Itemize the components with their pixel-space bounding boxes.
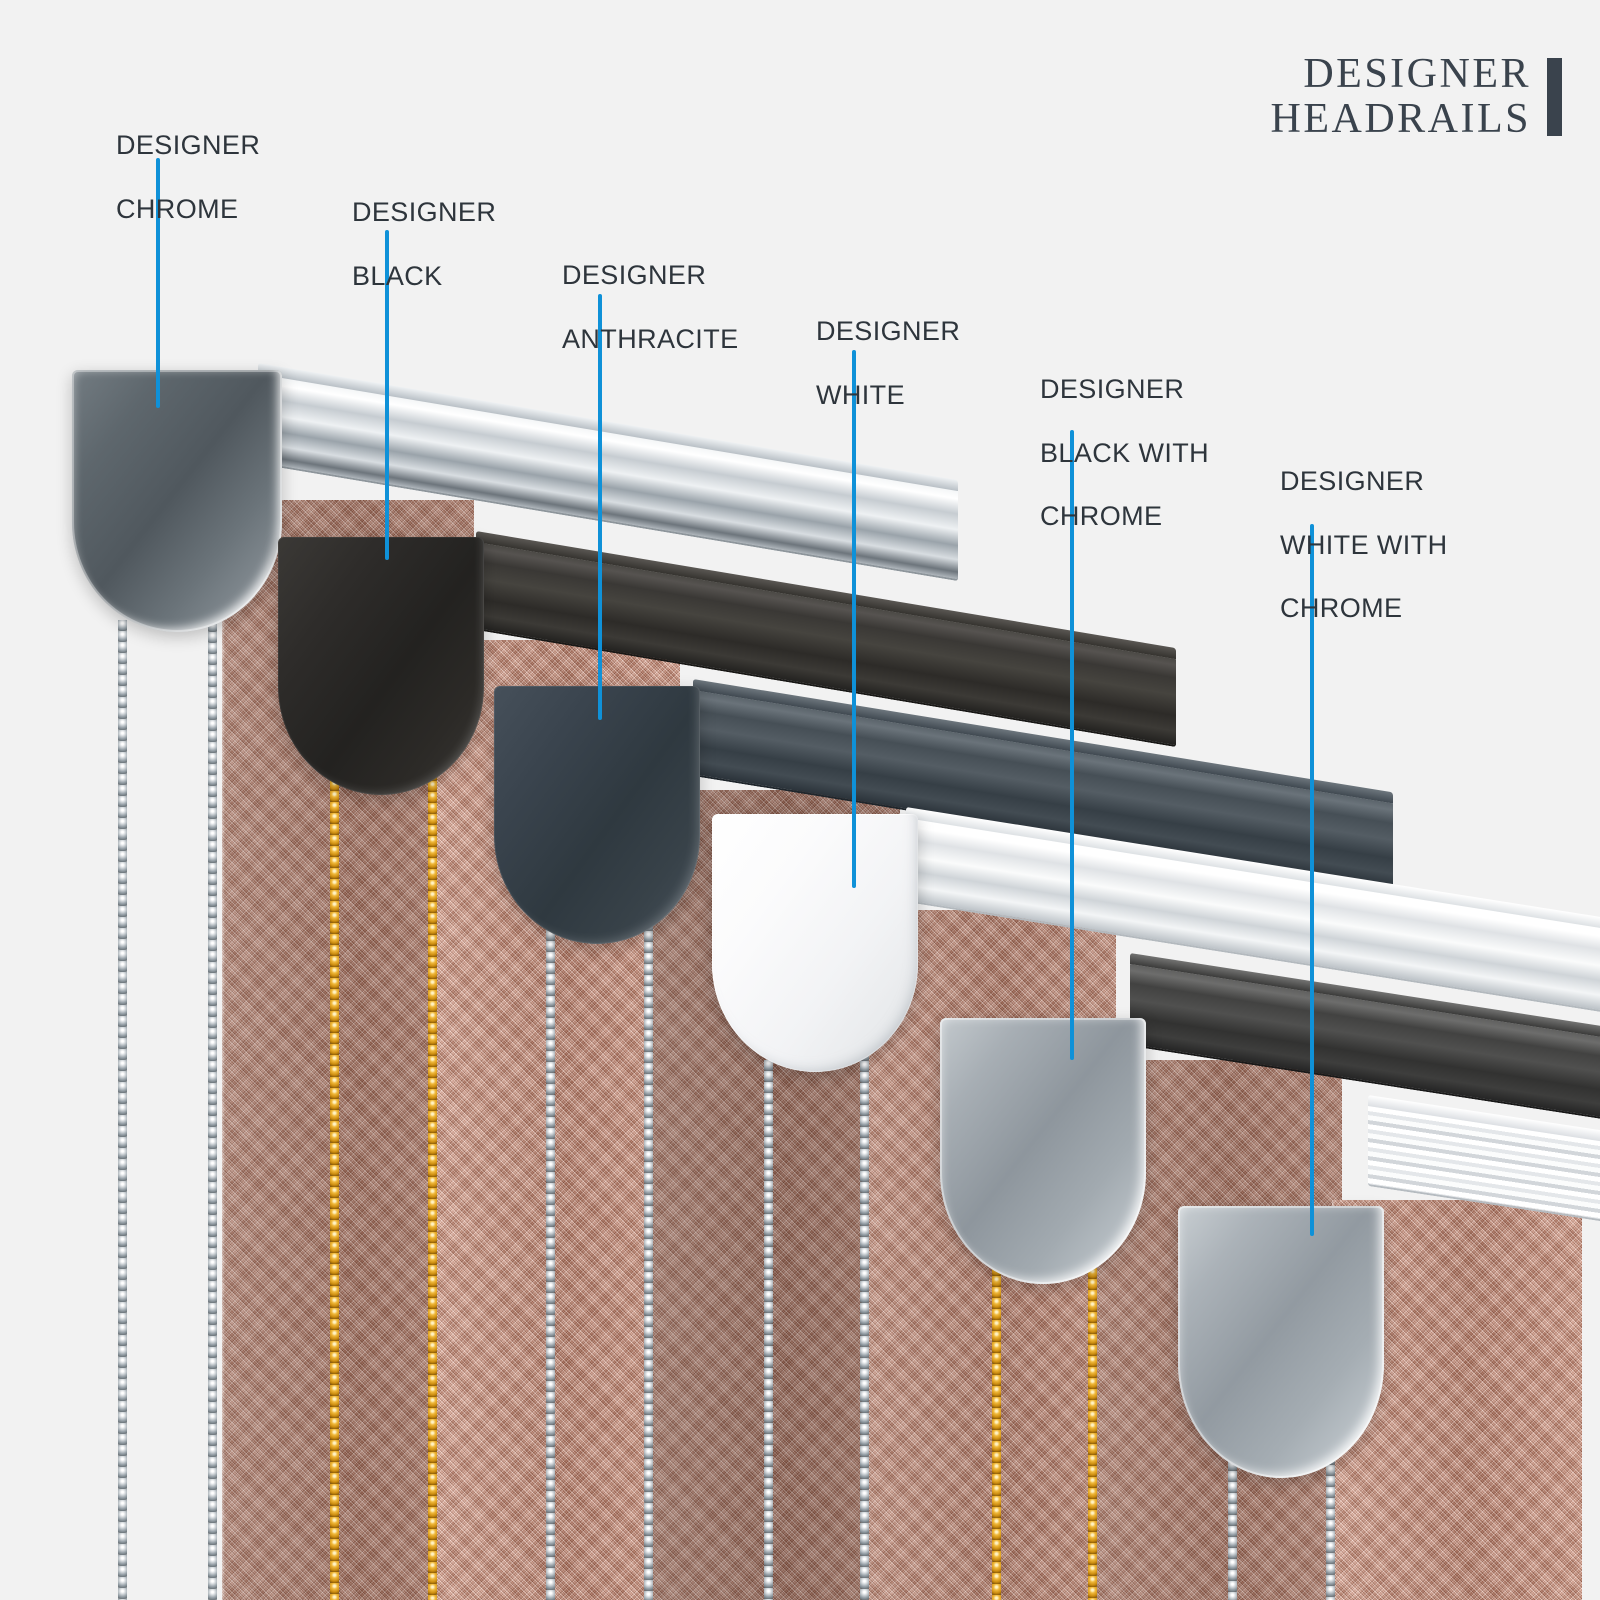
- endcap-edge: [278, 537, 484, 795]
- callout-line-1: DESIGNER: [1280, 465, 1425, 496]
- leader-line-designer-white: [852, 350, 856, 888]
- leader-line-designer-chrome: [156, 158, 160, 408]
- brand-title: DESIGNER HEADRAILS: [1270, 51, 1562, 143]
- control-chain: [208, 610, 217, 1600]
- control-chain: [764, 1060, 773, 1600]
- endcap-edge: [712, 814, 918, 1072]
- control-chain: [860, 1050, 869, 1600]
- control-chain: [330, 780, 339, 1600]
- control-chain: [546, 930, 555, 1600]
- callout-designer-white-with-chrome: DESIGNER WHITE WITH CHROME: [1280, 434, 1447, 657]
- control-chain: [118, 620, 127, 1600]
- control-chain: [428, 770, 437, 1600]
- callout-line-1: DESIGNER: [116, 129, 261, 160]
- control-chain: [1326, 1344, 1335, 1600]
- brand-title-text: DESIGNER HEADRAILS: [1270, 51, 1532, 143]
- callout-designer-anthracite: DESIGNER ANTHRACITE: [562, 228, 739, 387]
- leader-line-designer-white-chrome: [1310, 524, 1314, 1236]
- callout-line-1: DESIGNER: [352, 196, 497, 227]
- fabric-seam: [222, 500, 225, 1600]
- control-chain: [644, 920, 653, 1600]
- callout-line-2: WHITE: [816, 379, 905, 410]
- control-chain: [1088, 1202, 1097, 1600]
- callout-line-2: BLACK WITH: [1040, 437, 1210, 468]
- leader-line-designer-black: [385, 230, 389, 560]
- endcap-chrome-rim: [1178, 1206, 1384, 1478]
- brand-accent-bar: [1547, 58, 1562, 137]
- callout-designer-black: DESIGNER BLACK: [352, 165, 496, 324]
- leader-line-designer-black-chrome: [1070, 430, 1074, 1060]
- endcap-designer-black: [278, 537, 484, 795]
- endcap-designer-white: [712, 814, 918, 1072]
- endcap-designer-anthracite: [494, 686, 700, 944]
- callout-designer-chrome: DESIGNER CHROME: [116, 98, 260, 257]
- endcap-designer-black-with-chrome: [940, 1018, 1146, 1284]
- callout-designer-black-with-chrome: DESIGNER BLACK WITH CHROME: [1040, 342, 1209, 565]
- endcap-chrome-rim: [940, 1018, 1146, 1284]
- leader-line-designer-anthracite: [598, 294, 602, 720]
- callout-line-1: DESIGNER: [562, 259, 707, 290]
- callout-line-1: DESIGNER: [816, 315, 961, 346]
- callout-line-2: CHROME: [116, 193, 239, 224]
- callout-line-3: CHROME: [1280, 593, 1403, 624]
- control-chain: [992, 1210, 1001, 1600]
- callout-line-2: BLACK: [352, 260, 443, 291]
- brand-title-line-1: DESIGNER: [1303, 51, 1531, 97]
- endcap-designer-white-with-chrome: [1178, 1206, 1384, 1478]
- endcap-chrome-rim: [72, 370, 282, 632]
- endcap-designer-chrome: [72, 370, 282, 632]
- control-chain: [1228, 1350, 1237, 1600]
- brand-title-line-2: HEADRAILS: [1270, 96, 1531, 143]
- callout-line-1: DESIGNER: [1040, 373, 1185, 404]
- callout-line-3: CHROME: [1040, 501, 1163, 532]
- endcap-edge: [494, 686, 700, 944]
- callout-line-2: ANTHRACITE: [562, 323, 739, 354]
- callout-designer-white: DESIGNER WHITE: [816, 284, 960, 443]
- callout-line-2: WHITE WITH: [1280, 529, 1448, 560]
